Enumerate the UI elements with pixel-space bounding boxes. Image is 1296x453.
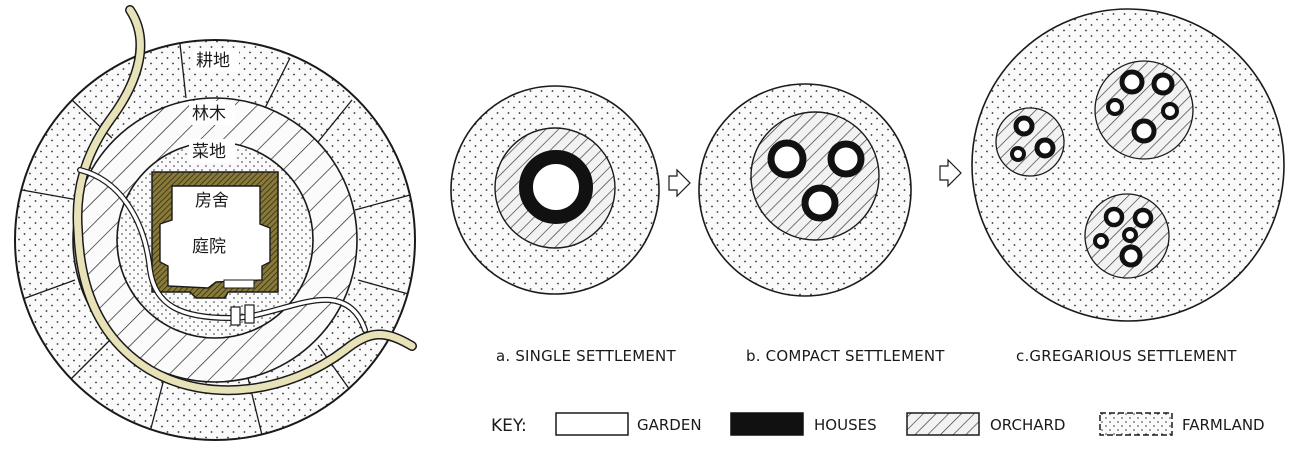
legend-title: KEY: <box>491 416 527 436</box>
legend-label-orchard: ORCHARD <box>990 416 1065 434</box>
legend-label-farmland: FARMLAND <box>1182 416 1265 434</box>
house-ring <box>1163 104 1177 118</box>
house-ring <box>831 144 861 174</box>
house-ring <box>1095 235 1107 247</box>
caption-compact-settlement: b. COMPACT SETTLEMENT <box>746 347 945 365</box>
house-ring <box>1106 209 1122 225</box>
house-ring <box>1122 247 1140 265</box>
legend-label-garden: GARDEN <box>637 416 702 434</box>
house-ring <box>1016 118 1032 134</box>
label-woodland: 林木 <box>192 104 226 124</box>
legend: KEY: GARDEN HOUSES ORCHARD FARMLAND <box>491 413 1265 436</box>
land-use-ring-diagram: 耕地 林木 菜地 房舍 庭院 <box>15 10 415 440</box>
single-settlement-diagram <box>451 86 659 294</box>
garden-swatch <box>556 413 628 435</box>
house-ring <box>1135 210 1151 226</box>
label-dwelling: 房舍 <box>195 191 229 211</box>
label-courtyard: 庭院 <box>192 237 226 257</box>
caption-gregarious-settlement: c.GREGARIOUS SETTLEMENT <box>1016 347 1237 365</box>
house-ring <box>526 157 586 217</box>
house-ring <box>805 188 835 218</box>
caption-single-settlement: a. SINGLE SETTLEMENT <box>496 347 676 365</box>
legend-label-houses: HOUSES <box>814 416 877 434</box>
house-ring <box>1134 121 1154 141</box>
house-ring <box>1012 148 1024 160</box>
house-ring <box>1108 100 1122 114</box>
gate <box>231 307 240 325</box>
orchard-swatch <box>907 413 979 435</box>
label-farmland: 耕地 <box>196 51 230 71</box>
farmland-swatch <box>1100 413 1172 435</box>
compact-settlement-diagram <box>699 84 911 296</box>
house-ring <box>1122 72 1142 92</box>
house-ring <box>1037 140 1053 156</box>
arrow-right-icon <box>669 170 690 196</box>
gate-post <box>245 305 254 323</box>
arrow-right-icon <box>940 160 961 186</box>
label-vegetable-plot: 菜地 <box>192 142 226 162</box>
gregarious-settlement-diagram <box>972 9 1284 321</box>
house-ring <box>771 143 803 175</box>
houses-swatch <box>731 413 803 435</box>
house-ring <box>1124 229 1136 241</box>
house-ring <box>1154 75 1172 93</box>
